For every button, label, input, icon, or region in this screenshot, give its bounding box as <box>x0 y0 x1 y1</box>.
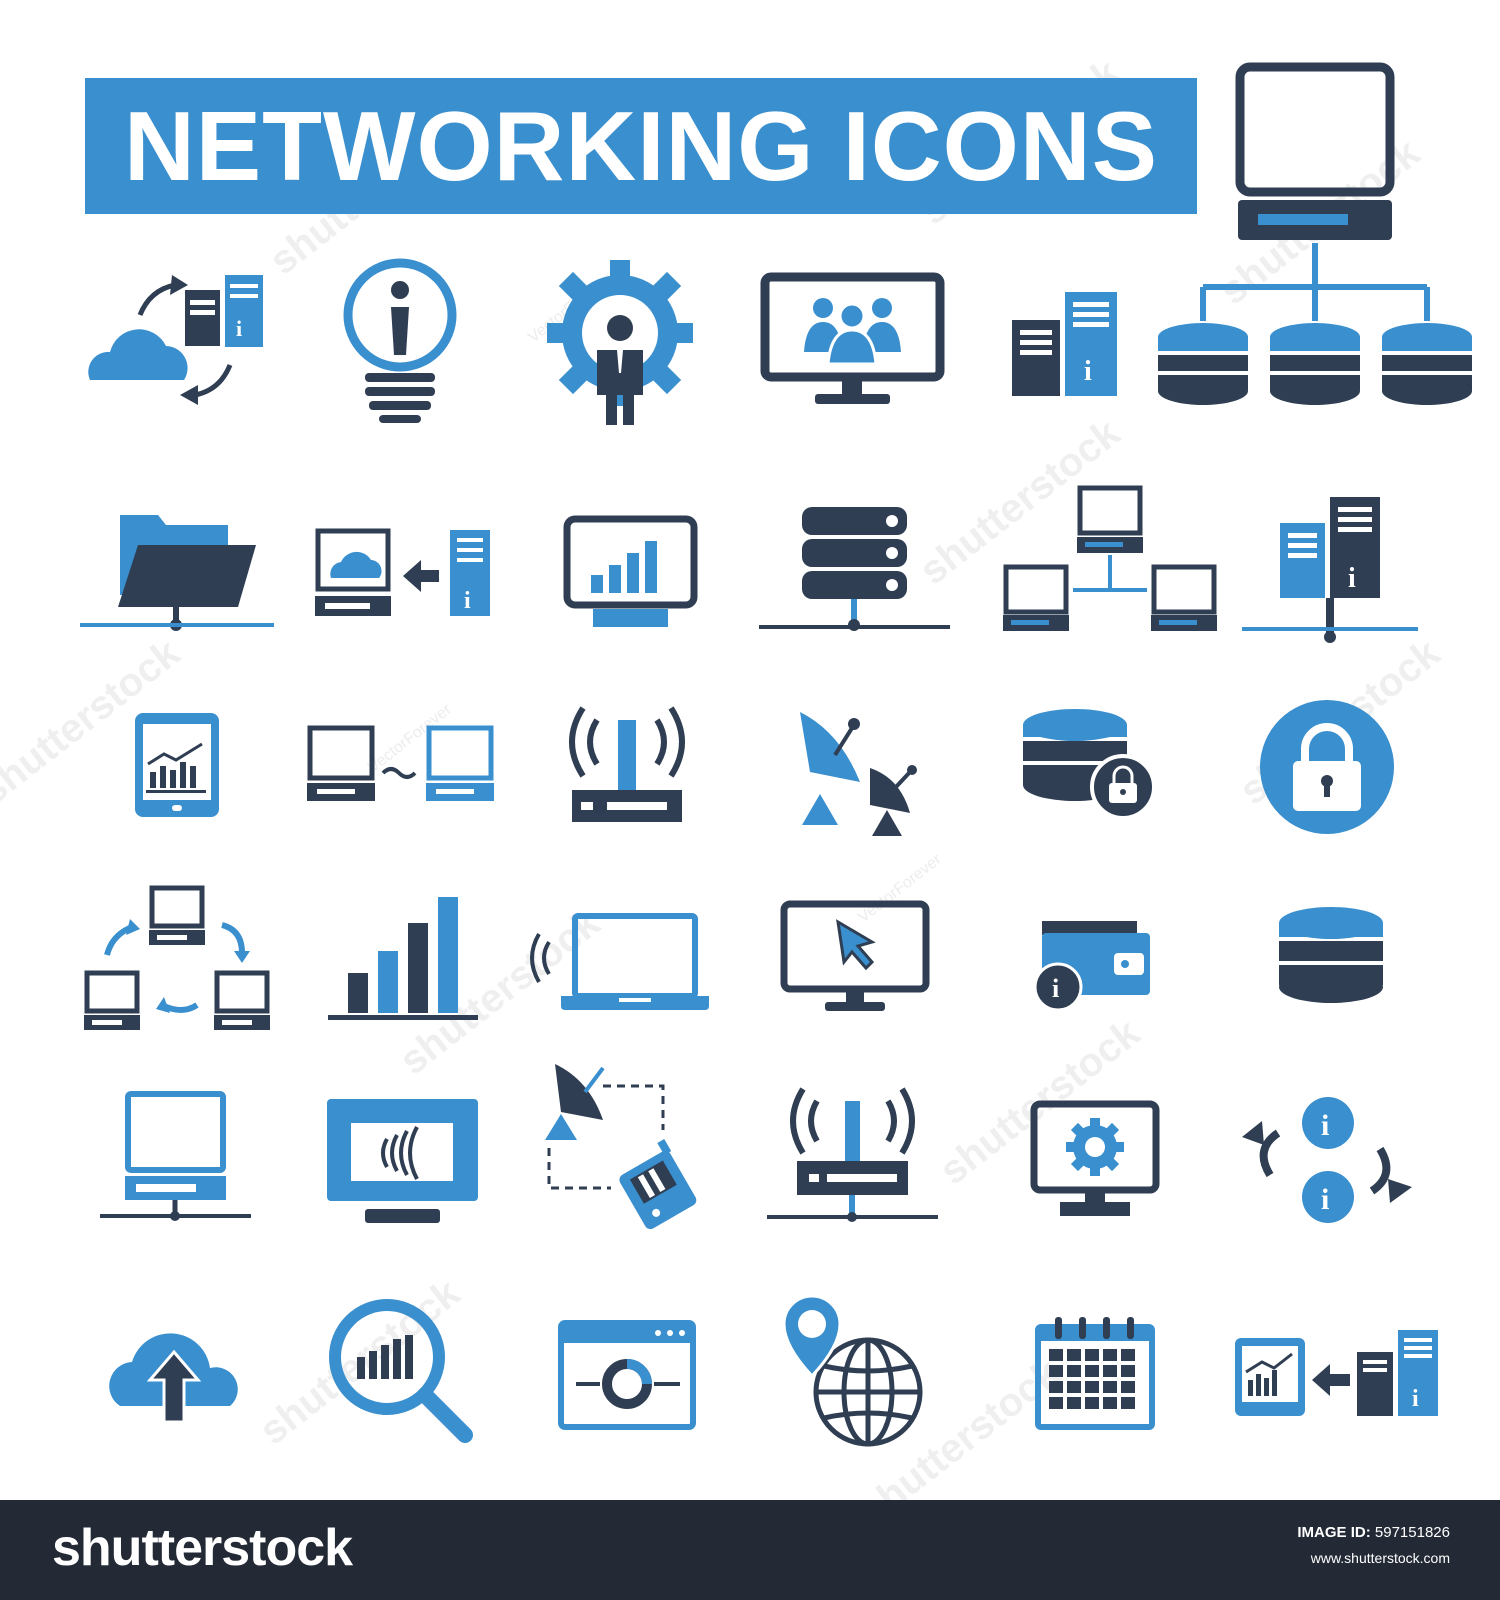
server-stack-network-icon <box>759 507 950 631</box>
computer-cycle-icon <box>84 885 270 1030</box>
padlock-icon <box>1260 700 1394 834</box>
svg-text:i: i <box>1321 1109 1329 1142</box>
wallet-info-icon: i <box>1033 921 1150 1012</box>
calendar-icon <box>1035 1317 1155 1430</box>
router-network-icon <box>767 1087 938 1222</box>
title-banner: NETWORKING ICONS <box>85 78 1197 214</box>
database-icon <box>1279 907 1383 1003</box>
svg-text:i: i <box>1412 1386 1419 1412</box>
svg-text:i: i <box>1052 974 1059 1003</box>
computer-network-icon <box>1003 485 1217 631</box>
svg-text:i: i <box>1084 356 1092 387</box>
satellite-phone-icon <box>545 1064 697 1230</box>
computer-to-computer-icon <box>307 725 494 801</box>
info-cycle-icon: i i <box>1242 1097 1412 1223</box>
tablet-server-transfer-icon: i <box>1235 1330 1438 1416</box>
footer-bg <box>0 1500 1500 1600</box>
wireless-router-icon <box>569 706 685 822</box>
image-id-label: IMAGE ID: <box>1297 1524 1371 1541</box>
main-computer-network-icon <box>1158 62 1472 405</box>
footer-url-link[interactable]: www.shutterstock.com <box>1310 1550 1450 1566</box>
cloud-server-sync-icon: i <box>88 275 263 405</box>
cloud-upload-icon <box>109 1333 238 1424</box>
cloud-computer-transfer-icon: i <box>315 528 490 616</box>
network-folder-icon <box>80 515 274 631</box>
network-computer-icon <box>100 1091 251 1221</box>
monitor-wireless-icon <box>327 1099 478 1223</box>
database-lock-icon <box>1023 709 1156 820</box>
image-id-value: 597151826 <box>1374 1524 1450 1541</box>
bar-chart-icon <box>328 897 478 1020</box>
gear-person-icon <box>547 260 693 425</box>
browser-chart-icon <box>558 1320 696 1430</box>
server-towers-icon: i <box>1012 292 1117 396</box>
satellite-dishes-icon <box>800 712 917 836</box>
footer-bar: shutterstock IMAGE ID: 597151826 www.shu… <box>0 1500 1500 1600</box>
svg-text:i: i <box>1348 563 1356 594</box>
svg-text:i: i <box>236 316 242 341</box>
tablet-chart-icon <box>135 713 219 817</box>
laptop-wireless-icon <box>530 913 709 1010</box>
monitor-gear-icon <box>1030 1100 1160 1216</box>
monitor-chart-icon <box>563 515 698 627</box>
svg-text:i: i <box>464 588 471 614</box>
title-banner-bg <box>85 78 1197 214</box>
globe-location-icon <box>782 1294 923 1447</box>
page-title: NETWORKING ICONS <box>123 90 1159 201</box>
image-id: IMAGE ID: 597151826 <box>1297 1524 1450 1541</box>
server-network-icon: i <box>1242 497 1418 643</box>
monitor-cursor-icon <box>780 900 930 1011</box>
shutterstock-logo[interactable]: shutterstock <box>52 1519 353 1577</box>
idea-bulb-info-icon <box>343 258 457 423</box>
magnifier-chart-icon <box>329 1299 473 1443</box>
monitor-group-icon <box>760 272 945 404</box>
svg-text:i: i <box>1321 1183 1329 1216</box>
